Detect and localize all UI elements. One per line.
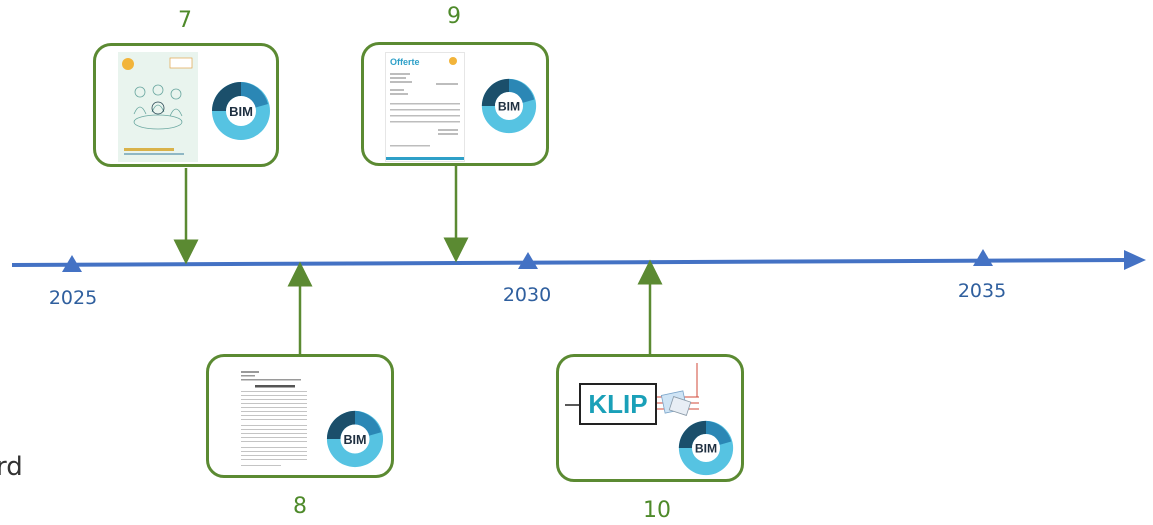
bim-logo-text: BIM — [343, 433, 366, 447]
tick-2025-triangle — [62, 255, 82, 272]
milestone-number-9: 9 — [447, 4, 461, 29]
year-label-2035: 2035 — [957, 280, 1007, 302]
klip-logo-box: KLIP — [579, 383, 657, 425]
milestone-card-8: BIM — [206, 354, 394, 478]
offerte-document-image: Offerte — [386, 53, 464, 161]
milestone-number-7: 7 — [178, 8, 192, 33]
guide-cover-image — [118, 52, 198, 162]
milestone-number-8: 8 — [293, 494, 307, 519]
bim-logo-text: BIM — [229, 104, 253, 119]
bim-cycle-icon: BIM — [678, 420, 734, 476]
bim-logo-text: BIM — [695, 442, 717, 456]
year-label-2025: 2025 — [48, 287, 98, 309]
offerte-doc-title: Offerte — [390, 57, 420, 67]
tick-2035-triangle — [973, 249, 993, 266]
bim-cycle-icon: BIM — [481, 78, 537, 134]
stray-text: rd — [0, 452, 23, 482]
timeline-axis — [11, 258, 1129, 267]
year-label-2030: 2030 — [502, 284, 552, 306]
bim-cycle-icon: BIM — [212, 82, 270, 140]
bim-logo-text: BIM — [498, 100, 520, 114]
milestone-card-9: Offerte BIM — [361, 42, 549, 166]
klip-cable-graphic — [565, 363, 699, 416]
tick-2030-triangle — [518, 252, 538, 269]
milestone-card-10: KLIP BIM — [556, 354, 744, 482]
milestone-number-10: 10 — [643, 498, 671, 523]
checklist-document-image — [239, 369, 311, 473]
bim-cycle-icon: BIM — [326, 410, 384, 468]
timeline-arrowhead — [1124, 250, 1146, 270]
milestone-card-7: BIM — [93, 43, 279, 167]
